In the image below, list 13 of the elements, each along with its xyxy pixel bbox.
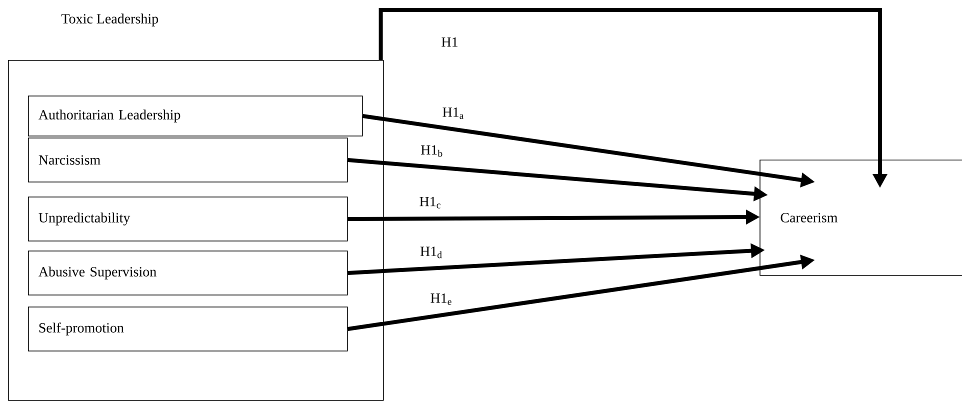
item-box: Authoritarian Leadership [28, 96, 363, 136]
edge-label: H1$_{a}$ [442, 107, 464, 119]
item-box: Abusive Supervision [28, 250, 348, 296]
edge-label: H1$_{e}$ [430, 293, 452, 305]
item-box: Self-promotion [28, 306, 348, 352]
item-box: Narcissism [28, 138, 348, 182]
group-title: Toxic Leadership [61, 14, 158, 26]
edge-label: H1$_{b}$ [421, 145, 442, 157]
edge-label: H1$_{d}$ [420, 246, 442, 258]
edge-label: H1 [442, 37, 458, 47]
item-box: Unpredictability [28, 196, 348, 242]
result-box: Careerism [760, 160, 962, 276]
edge-label: H1$_{c}$ [420, 196, 440, 208]
